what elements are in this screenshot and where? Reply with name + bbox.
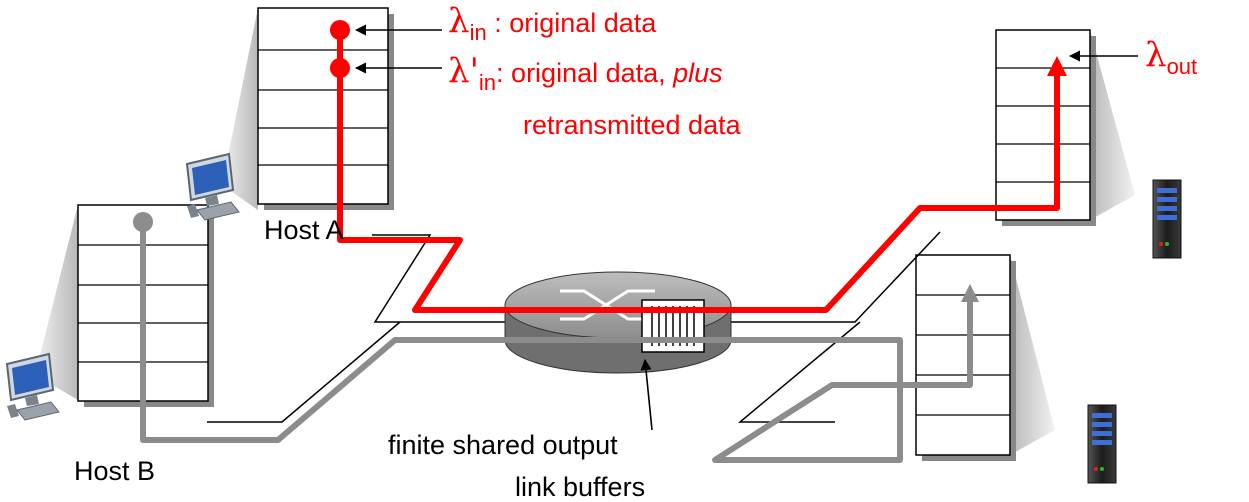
server-tower-icon [1087,404,1117,484]
pointer-arrows [354,24,1138,431]
host-a-label: Host A [264,215,344,245]
lambda-in-label: λin : original data [448,1,657,44]
desktop-computer-icon [185,152,240,221]
lambda-symbol: λ [448,1,470,41]
lambda-prime-line2: retransmitted data [523,110,741,140]
server-2-shade [1010,255,1055,455]
lambda-prime-in-label: λ'in: original data, plus [448,51,723,94]
lambda-prime-subscript: in [478,70,497,95]
lambda-in-text: : original data [486,8,657,38]
server-1-shade [1090,30,1135,220]
host-b-shade [35,205,78,400]
lambda-symbol: λ [1145,35,1167,75]
lambda-prime-in-point [330,58,350,78]
lambda-symbol: λ [448,51,470,91]
server-2-buffer [915,254,1016,461]
server-tower-icon [1152,179,1182,259]
lambda-out-label: λout [1145,35,1197,78]
lambda-prime-mark: ' [469,51,479,91]
host-a-buffer [257,7,394,210]
lambda-prime-text: : original data, [496,58,674,88]
buffer-label-line2: link buffers [515,472,646,502]
host-b-label: Host B [74,456,156,486]
server-1-buffer [995,29,1096,226]
desktop-computer-icon [5,352,60,421]
lambda-out-subscript: out [1166,54,1198,79]
host-a-shade [222,8,258,210]
lambda-prime-plus: plus [673,58,723,88]
buffer-label-line1: finite shared output [388,430,618,460]
lambda-in-subscript: in [469,20,487,45]
network-links [207,231,941,423]
host-a-flow [330,20,1067,313]
lambda-in-point [330,20,350,40]
host-b-flow [133,212,979,463]
